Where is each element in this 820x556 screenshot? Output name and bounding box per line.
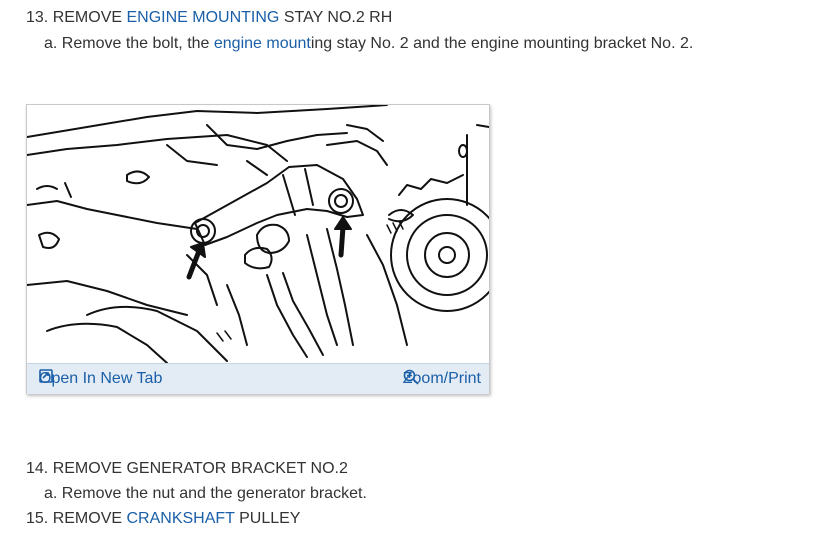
step-15-title: 15. REMOVE CRANKSHAFT PULLEY bbox=[26, 509, 300, 529]
step-14-title: 14. REMOVE GENERATOR BRACKET NO.2 bbox=[26, 460, 348, 477]
engine-mount-link[interactable]: engine mount bbox=[213, 35, 311, 52]
step-13a-text: a. Remove the bolt, the engine mounting … bbox=[44, 34, 693, 54]
illustration-figure: Open In New Tab Zoom/Print bbox=[26, 104, 490, 394]
figure-toolbar: Open In New Tab Zoom/Print bbox=[27, 363, 489, 394]
crankshaft-link[interactable]: CRANKSHAFT bbox=[126, 510, 235, 527]
step-13-suffix: STAY NO.2 RH bbox=[279, 9, 393, 26]
engine-mounting-stay-illustration[interactable] bbox=[27, 105, 489, 363]
step-14a-text: a. Remove the nut and the generator brac… bbox=[44, 485, 367, 502]
open-in-new-tab-label: Open In New Tab bbox=[39, 370, 163, 387]
engine-mounting-link[interactable]: ENGINE MOUNTING bbox=[126, 9, 280, 26]
step-15-prefix: 15. REMOVE bbox=[26, 510, 127, 527]
zoom-print-button[interactable]: Zoom/Print bbox=[403, 369, 481, 389]
step-15-suffix: PULLEY bbox=[234, 510, 301, 527]
step-13-title: 13. REMOVE ENGINE MOUNTING STAY NO.2 RH bbox=[26, 8, 392, 28]
step-13-prefix: 13. REMOVE bbox=[26, 9, 127, 26]
open-new-tab-icon bbox=[39, 369, 53, 383]
open-in-new-tab-button[interactable]: Open In New Tab bbox=[39, 369, 162, 389]
magnifier-plus-icon bbox=[403, 369, 419, 385]
step-13a-prefix: a. Remove the bolt, the bbox=[44, 35, 214, 52]
step-13a-suffix: ing stay No. 2 and the engine mounting b… bbox=[310, 35, 694, 52]
zoom-print-label: Zoom/Print bbox=[402, 370, 481, 387]
